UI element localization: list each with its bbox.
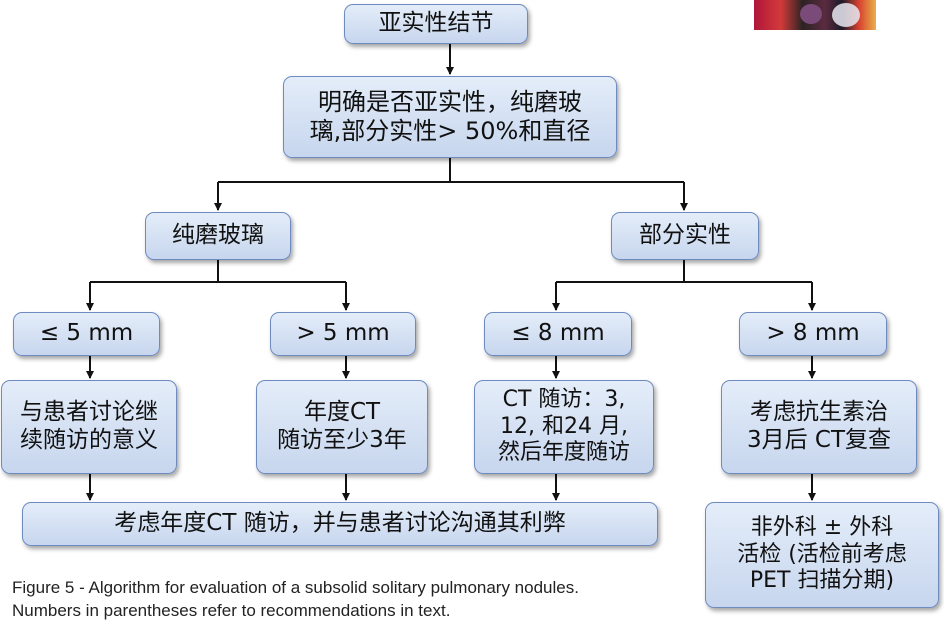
figure-caption: Figure 5 - Algorithm for evaluation of a… [12, 576, 712, 622]
node-gt-5mm: > 5 mm [270, 312, 416, 356]
node-part-solid: 部分实性 [611, 212, 759, 260]
node-annual-ct: 年度CT 随访至少3年 [256, 380, 428, 474]
node-antibiotics: 考虑抗生素治 3月后 CT复查 [721, 380, 917, 474]
node-clarify-type: 明确是否亚实性，纯磨玻 璃,部分实性> 50%和直径 [283, 76, 617, 158]
node-annual-ct-discuss: 考虑年度CT 随访，并与患者讨论沟通其利弊 [22, 502, 658, 546]
node-le-8mm: ≤ 8 mm [484, 312, 632, 356]
node-pure-ggo: 纯磨玻璃 [145, 212, 291, 260]
node-subsolid-nodule: 亚实性结节 [344, 4, 528, 44]
node-le-5mm: ≤ 5 mm [13, 312, 160, 356]
caption-line-1: Figure 5 - Algorithm for evaluation of a… [12, 578, 579, 597]
node-surgical-biopsy: 非外科 ± 外科 活检 (活检前考虑 PET 扫描分期) [705, 502, 939, 608]
node-ct-schedule: CT 随访：3, 12, 和24 月, 然后年度随访 [474, 380, 654, 474]
node-gt-8mm: > 8 mm [739, 312, 887, 356]
node-discuss-followup: 与患者讨论继 续随访的意义 [1, 380, 177, 474]
cover-thumbnail [754, 0, 876, 30]
caption-line-2: Numbers in parentheses refer to recommen… [12, 601, 451, 620]
